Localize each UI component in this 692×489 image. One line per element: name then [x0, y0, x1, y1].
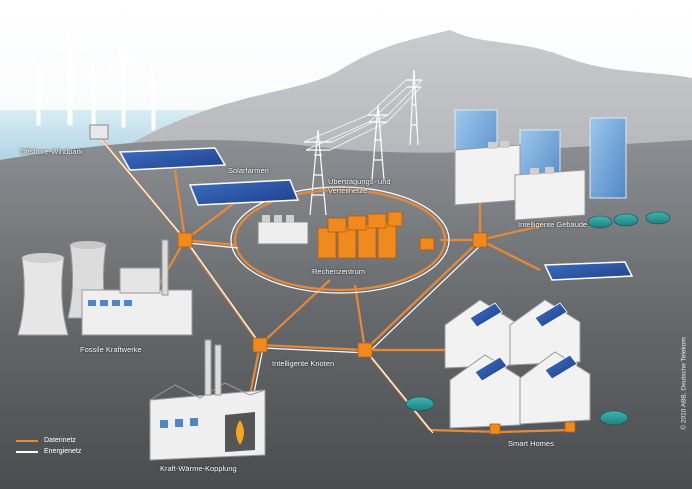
node-east — [472, 232, 488, 248]
offshore-substation — [89, 124, 109, 140]
label-data-center: Rechenzentrum — [312, 267, 365, 276]
node-home-right — [564, 421, 576, 433]
label-chp: Kraft-Wärme-Kopplung — [160, 464, 237, 473]
chp-plant — [149, 339, 266, 461]
node-south — [357, 342, 373, 358]
legend-swatch-energy — [16, 450, 38, 453]
fossil-power-plant — [17, 239, 193, 336]
legend-item-data: Datennetz — [16, 436, 81, 447]
legend: Datennetz Energienetz — [16, 436, 81, 457]
legend-item-energy: Energienetz — [16, 447, 81, 458]
legend-swatch-data — [16, 440, 38, 443]
network-nodes — [177, 232, 576, 435]
node-southwest — [252, 337, 268, 353]
label-smart-nodes: Intelligente Knoten — [272, 359, 335, 368]
data-center — [257, 211, 435, 259]
smart-buildings — [454, 109, 627, 221]
label-solar-farms: Solarfarmen — [228, 166, 269, 175]
transmission-towers — [303, 69, 423, 216]
solar-farms — [118, 147, 634, 281]
legend-label-energy: Energienetz — [44, 447, 82, 455]
legend-label-data: Datennetz — [44, 437, 76, 444]
electric-cars — [405, 211, 671, 426]
label-smart-buildings: Intelligente Gebäude — [518, 220, 588, 229]
label-fossil-plants: Fossile Kraftwerke — [80, 345, 142, 354]
label-smart-homes: Smart Homes — [508, 439, 554, 448]
label-offshore-windpark: Offshore-Windpark — [20, 147, 83, 156]
copyright: © 2010 ABB, Deutsche Telekom — [680, 337, 688, 430]
label-transmission-1: Übertragungs- und — [328, 177, 391, 186]
energy-lines — [99, 137, 484, 434]
wind-turbines — [24, 14, 169, 131]
label-transmission-2: Verteilnetze — [328, 186, 368, 195]
smart-homes — [444, 299, 591, 429]
node-west — [177, 232, 193, 248]
node-home-left — [489, 423, 501, 435]
